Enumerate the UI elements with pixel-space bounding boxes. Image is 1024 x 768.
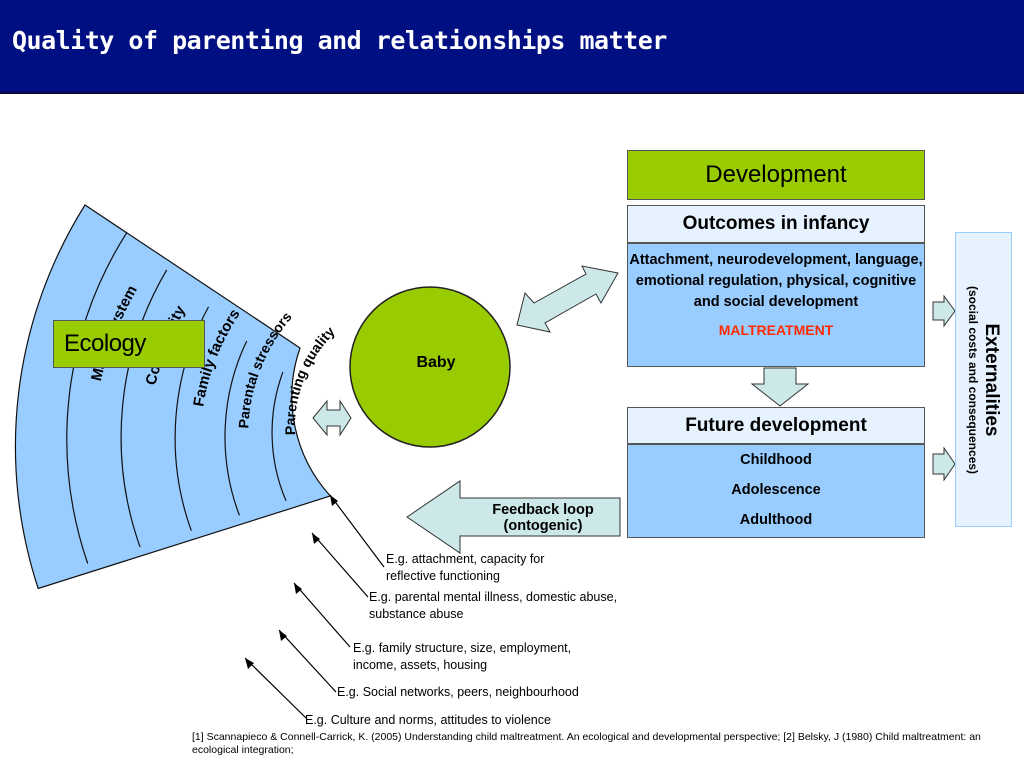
- externalities-text: Externalities (social costs and conseque…: [966, 285, 1002, 473]
- pointer-parental-stressors: [311, 532, 369, 598]
- outcomes-future-arrow: [750, 367, 810, 407]
- outcomes-externalities-arrow: [932, 294, 956, 328]
- outcomes-header-label: Outcomes in infancy: [682, 213, 870, 234]
- ecology-fan: [14, 204, 332, 590]
- feedback-label-line2: (ontogenic): [504, 518, 583, 534]
- baby-label: Baby: [416, 354, 455, 371]
- pointer-parental-stressors-head: [312, 533, 320, 544]
- future-item-childhood: Childhood: [740, 452, 812, 468]
- development-title: Development: [705, 161, 847, 188]
- pointer-family-factors: [293, 582, 351, 648]
- future-item-adulthood: Adulthood: [739, 512, 813, 528]
- ring-divider: [66, 232, 128, 564]
- example-community: E.g. Social networks, peers, neighbourho…: [337, 684, 579, 701]
- future-item-adolescence: Adolescence: [731, 482, 821, 498]
- example-attachment-line1: E.g. attachment, capacity for: [386, 552, 545, 566]
- development-title-box: Development: [627, 150, 925, 200]
- pointer-macro-system-head: [245, 658, 254, 669]
- pointer-attachment: [329, 494, 385, 568]
- ecology-label-box: Ecology: [53, 320, 205, 368]
- pointer-family-factors-head: [294, 583, 302, 594]
- title-bar: Quality of parenting and relationships m…: [0, 0, 1024, 94]
- example-family-factors: E.g. family structure, size, employment,…: [353, 640, 571, 674]
- outcomes-list: Attachment, neurodevelopment, language, …: [629, 252, 923, 310]
- maltreatment-label: MALTREATMENT: [718, 322, 834, 338]
- ring-divider: [224, 340, 248, 516]
- future-development-header: Future development: [627, 407, 925, 444]
- example-attachment-line2: reflective functioning: [386, 569, 500, 583]
- future-externalities-arrow: [932, 446, 956, 482]
- externalities-box: Externalities (social costs and conseque…: [955, 232, 1012, 527]
- example-parental-stressors: E.g. parental mental illness, domestic a…: [369, 589, 617, 623]
- pointer-attachment-head: [330, 495, 338, 506]
- example-attachment: E.g. attachment, capacity for reflective…: [386, 551, 544, 585]
- example-community-line1: E.g. Social networks, peers, neighbourho…: [337, 685, 579, 699]
- example-family-factors-line1: E.g. family structure, size, employment,: [353, 641, 572, 655]
- outcomes-in-infancy-header: Outcomes in infancy: [627, 205, 925, 243]
- example-macro-system: E.g. Culture and norms, attitudes to vio…: [305, 712, 551, 729]
- pointer-macro-system: [244, 657, 307, 719]
- example-family-factors-line2: income, assets, housing: [353, 658, 488, 672]
- externalities-title: Externalities: [980, 323, 1002, 436]
- future-development-body: Childhood Adolescence Adulthood: [627, 444, 925, 538]
- slide-title: Quality of parenting and relationships m…: [12, 26, 667, 55]
- ring-divider: [120, 269, 168, 548]
- future-header-label: Future development: [685, 415, 867, 436]
- pointer-community-head: [279, 630, 287, 641]
- externalities-subtitle: (social costs and consequences): [965, 285, 980, 474]
- ring-divider: [271, 371, 287, 502]
- outcomes-in-infancy-body: Attachment, neurodevelopment, language, …: [627, 243, 925, 367]
- baby-development-double-arrow: [516, 265, 619, 333]
- example-macro-system-line1: E.g. Culture and norms, attitudes to vio…: [305, 713, 551, 727]
- feedback-label-line1: Feedback loop: [492, 502, 594, 518]
- citation: [1] Scannapieco & Connell-Carrick, K. (2…: [192, 731, 981, 756]
- example-parental-stressors-line1: E.g. parental mental illness, domestic a…: [369, 590, 618, 604]
- pointer-community: [278, 629, 337, 693]
- baby-circle: [349, 286, 511, 448]
- ecology-baby-double-arrow: [312, 399, 352, 437]
- example-parental-stressors-line2: substance abuse: [369, 607, 464, 621]
- feedback-arrow: [406, 480, 621, 554]
- ecology-label: Ecology: [64, 330, 146, 357]
